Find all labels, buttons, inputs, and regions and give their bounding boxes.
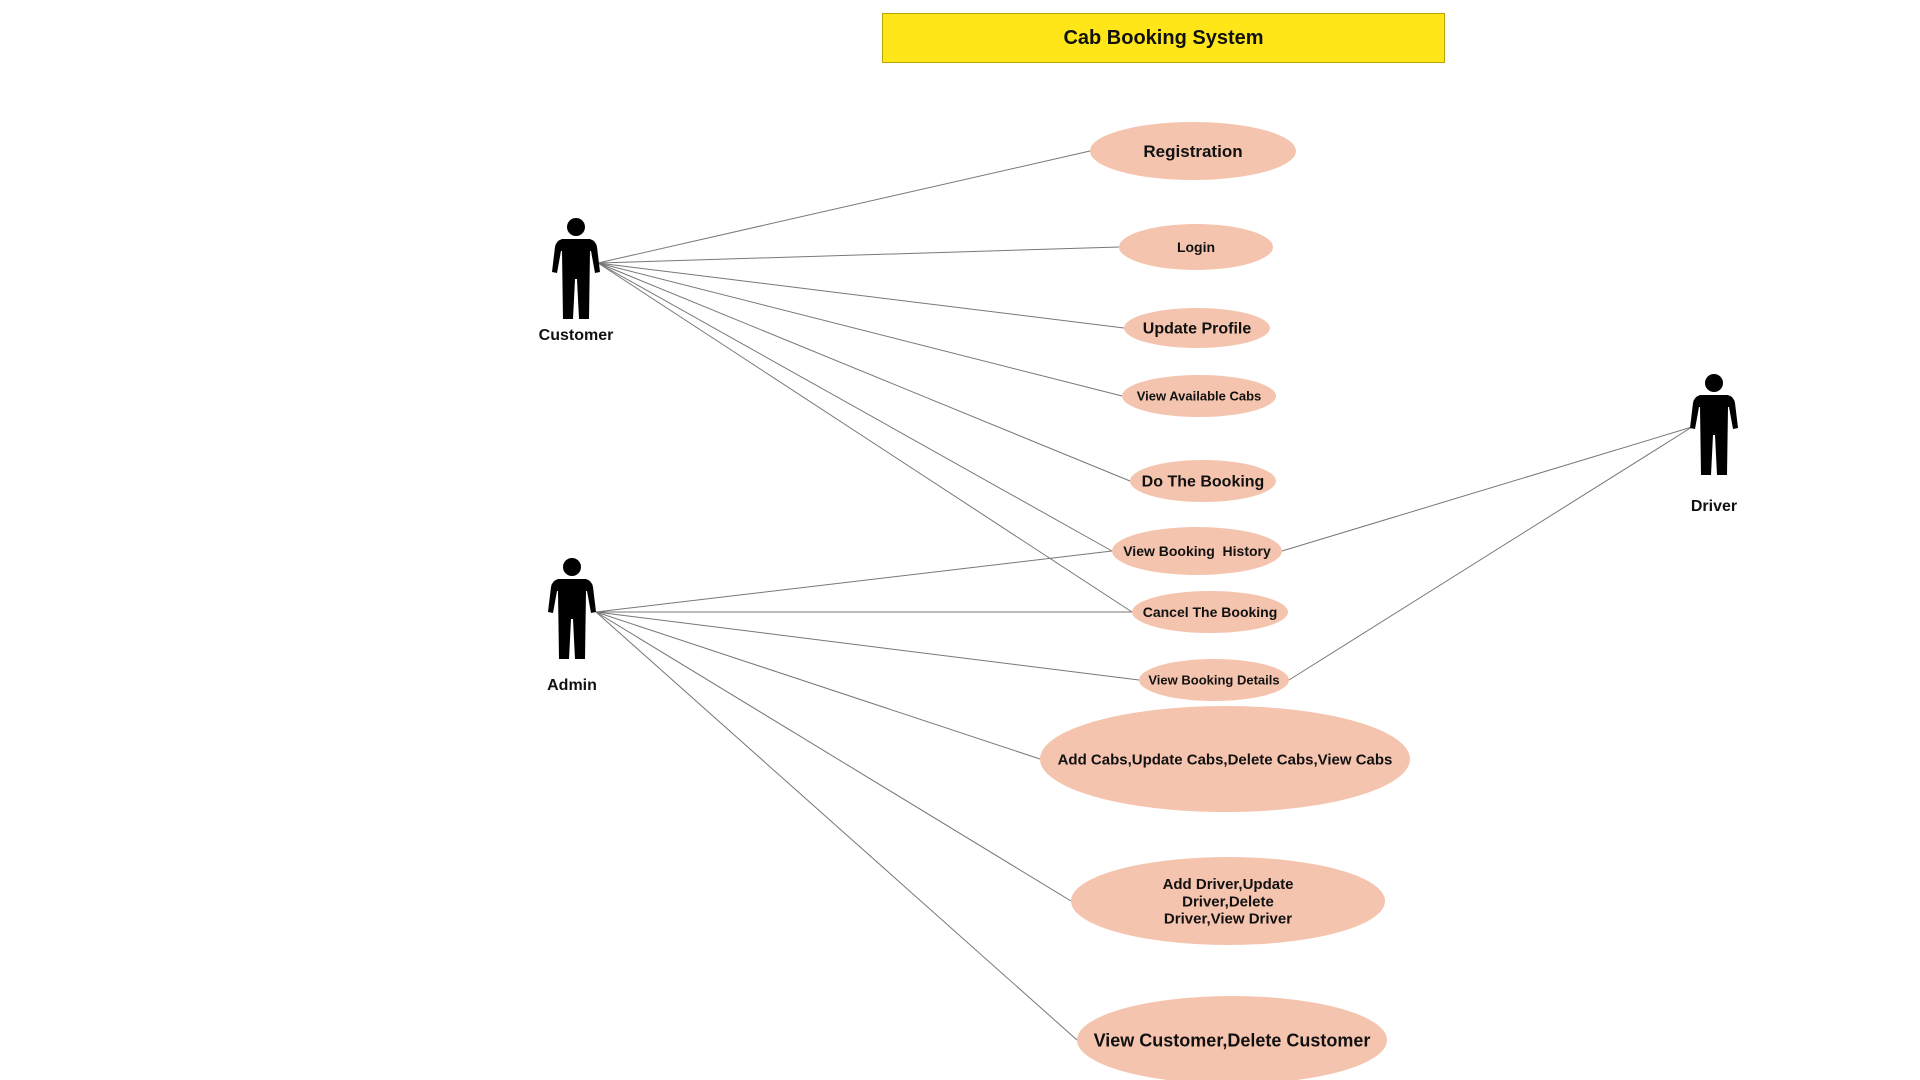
usecase-label: Do The Booking bbox=[1142, 474, 1265, 491]
association-admin-view-booking-details bbox=[595, 611, 1140, 681]
usecase-ellipse bbox=[1090, 122, 1296, 180]
association-admin-manage-cabs bbox=[595, 611, 1041, 760]
usecase-view-available-cabs[interactable]: View Available Cabs bbox=[1122, 375, 1276, 417]
usecase-registration[interactable]: Registration bbox=[1090, 122, 1296, 180]
actor-driver-icon[interactable] bbox=[1690, 374, 1738, 475]
usecase-ellipse bbox=[1122, 375, 1276, 417]
actor-admin-label: Admin bbox=[547, 677, 597, 694]
actor-customer-icon[interactable] bbox=[552, 218, 600, 319]
usecase-manage-cabs[interactable]: Add Cabs,Update Cabs,Delete Cabs,View Ca… bbox=[1040, 706, 1410, 812]
usecase-view-booking-history[interactable]: View Booking History bbox=[1112, 527, 1282, 575]
usecase-ellipse bbox=[1119, 224, 1273, 270]
association-customer-cancel-the-booking bbox=[597, 262, 1133, 613]
association-driver-view-booking-history bbox=[1281, 426, 1693, 552]
usecase-label: View Available Cabs bbox=[1137, 389, 1262, 404]
usecase-view-booking-details[interactable]: View Booking Details bbox=[1139, 659, 1289, 701]
usecase-label: View Booking Details bbox=[1148, 673, 1279, 688]
usecase-login[interactable]: Login bbox=[1119, 224, 1273, 270]
usecase-ellipse bbox=[1139, 659, 1289, 701]
usecase-ellipse bbox=[1071, 857, 1385, 945]
usecase-label: View Customer,Delete Customer bbox=[1094, 1030, 1371, 1050]
association-customer-update-profile bbox=[597, 262, 1125, 329]
usecase-ellipse bbox=[1130, 460, 1276, 502]
association-customer-view-booking-history bbox=[597, 262, 1113, 552]
usecase-do-the-booking[interactable]: Do The Booking bbox=[1130, 460, 1276, 502]
association-customer-registration bbox=[597, 150, 1091, 264]
association-admin-manage-customers bbox=[595, 611, 1078, 1041]
usecase-update-profile[interactable]: Update Profile bbox=[1124, 308, 1270, 348]
usecase-manage-drivers[interactable]: Add Driver,UpdateDriver,DeleteDriver,Vie… bbox=[1071, 857, 1385, 945]
usecase-cancel-the-booking[interactable]: Cancel The Booking bbox=[1132, 591, 1288, 633]
usecase-label: Driver,View Driver bbox=[1164, 911, 1292, 928]
usecase-label: Registration bbox=[1143, 142, 1242, 161]
association-customer-view-available-cabs bbox=[597, 262, 1123, 397]
usecase-label: Login bbox=[1177, 239, 1215, 255]
association-customer-do-the-booking bbox=[597, 262, 1131, 482]
diagram-title: Cab Booking System bbox=[882, 13, 1445, 63]
usecase-label: Update Profile bbox=[1143, 321, 1252, 338]
usecase-ellipse bbox=[1132, 591, 1288, 633]
usecase-label: Add Driver,Update bbox=[1163, 876, 1294, 893]
usecase-label: Driver,Delete bbox=[1182, 893, 1274, 910]
association-admin-manage-drivers bbox=[595, 611, 1072, 902]
association-admin-view-booking-history bbox=[595, 550, 1113, 613]
usecase-manage-customers[interactable]: View Customer,Delete Customer bbox=[1077, 996, 1387, 1080]
actor-customer-label: Customer bbox=[538, 327, 614, 344]
actor-admin-icon[interactable] bbox=[548, 558, 596, 659]
association-customer-login bbox=[597, 246, 1120, 264]
usecase-ellipse bbox=[1112, 527, 1282, 575]
usecase-label: Add Cabs,Update Cabs,Delete Cabs,View Ca… bbox=[1058, 751, 1393, 768]
usecase-label: View Booking History bbox=[1123, 543, 1271, 559]
usecase-ellipse bbox=[1124, 308, 1270, 348]
association-driver-view-booking-details bbox=[1288, 426, 1693, 681]
usecase-ellipse bbox=[1040, 706, 1410, 812]
usecase-ellipse bbox=[1077, 996, 1387, 1080]
usecase-label: Cancel The Booking bbox=[1143, 604, 1278, 620]
actor-driver-label: Driver bbox=[1690, 498, 1738, 515]
